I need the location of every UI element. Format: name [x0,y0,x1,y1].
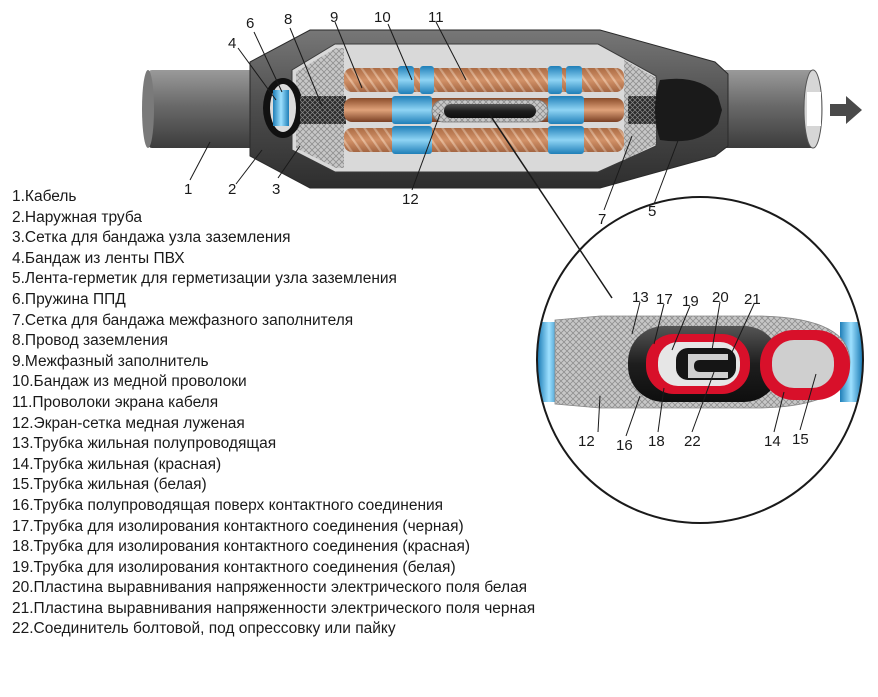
legend-item: 22.Соединитель болтовой, под опрессовку … [12,620,396,638]
callout-12: 12 [402,191,419,208]
grounding-wire [300,96,346,124]
legend-item: 20.Пластина выравнивания напряженности э… [12,579,528,597]
direction-arrow-icon [830,96,862,124]
leader-lines [189,21,817,437]
legend-item: 13.Трубка жильная полупроводящая [12,435,277,453]
detail-callout-22: 22 [684,433,701,450]
callout-7: 7 [598,211,606,228]
legend-item: 4.Бандаж из ленты ПВХ [12,249,185,267]
legend-item: 6.Пружина ППД [12,290,126,308]
callout-8: 8 [284,11,292,28]
detail-pointer-line [487,111,613,299]
legend-item: 19.Трубка для изолирования контактного с… [12,558,456,576]
ppd-spring [273,90,289,126]
joint-assembly [142,29,862,189]
detail-callout-20: 20 [712,289,729,306]
detail-callout-12: 12 [578,433,595,450]
detail-callout-17: 17 [656,291,673,308]
legend-item: 7.Сетка для бандажа межфазного заполните… [12,311,354,329]
bolt-connector [688,354,728,378]
detail-callout-14: 14 [764,433,781,450]
detail-blue-band-left [538,322,560,402]
callout-9: 9 [330,9,338,26]
legend-item: 3.Сетка для бандажа узла заземления [12,229,291,247]
legend-item: 18.Трубка для изолирования контактного с… [12,538,471,556]
callout-2: 2 [228,181,236,198]
legend-item: 2.Наружная труба [12,208,142,226]
core-white-tube [772,340,834,388]
legend-item: 5.Лента-герметик для герметизации узла з… [12,270,397,288]
detail-callout-13: 13 [632,289,649,306]
detail-callout-19: 19 [682,293,699,310]
legend-item: 12.Экран-сетка медная луженая [12,414,245,432]
cable-left [148,70,272,148]
detail-callout-16: 16 [616,437,633,454]
legend-list: 1.Кабель 2.Наружная труба 3.Сетка для ба… [12,187,535,640]
detail-callout-15: 15 [792,431,809,448]
callout-6: 6 [246,15,254,32]
legend-item: 21.Пластина выравнивания напряженности э… [12,599,536,617]
callout-3: 3 [272,181,280,198]
callout-1: 1 [184,181,192,198]
legend-item: 1.Кабель [12,188,77,205]
callout-numbers: 1 2 3 4 6 8 9 10 11 12 7 5 13 17 19 20 2… [184,9,809,454]
legend-item: 9.Межфазный заполнитель [12,352,209,370]
connector-core [444,104,536,118]
legend-item: 16.Трубка полупроводящая поверх контактн… [12,496,444,514]
callout-4: 4 [228,35,236,52]
callout-5: 5 [648,203,656,220]
legend-item: 8.Провод заземления [12,332,169,350]
legend-item: 10.Бандаж из медной проволоки [12,373,247,391]
callout-11: 11 [428,9,444,26]
legend-item: 14.Трубка жильная (красная) [12,455,222,473]
callout-10: 10 [374,9,391,26]
detail-view [487,111,864,524]
copper-wire-bandages [392,66,584,154]
legend-item: 11.Проволоки экрана кабеля [12,393,219,411]
detail-callout-18: 18 [648,433,665,450]
sealing-tape [655,78,722,142]
legend-item: 17.Трубка для изолирования контактного с… [12,517,464,535]
legend-item: 15.Трубка жильная (белая) [12,476,207,494]
detail-callout-21: 21 [744,291,761,308]
